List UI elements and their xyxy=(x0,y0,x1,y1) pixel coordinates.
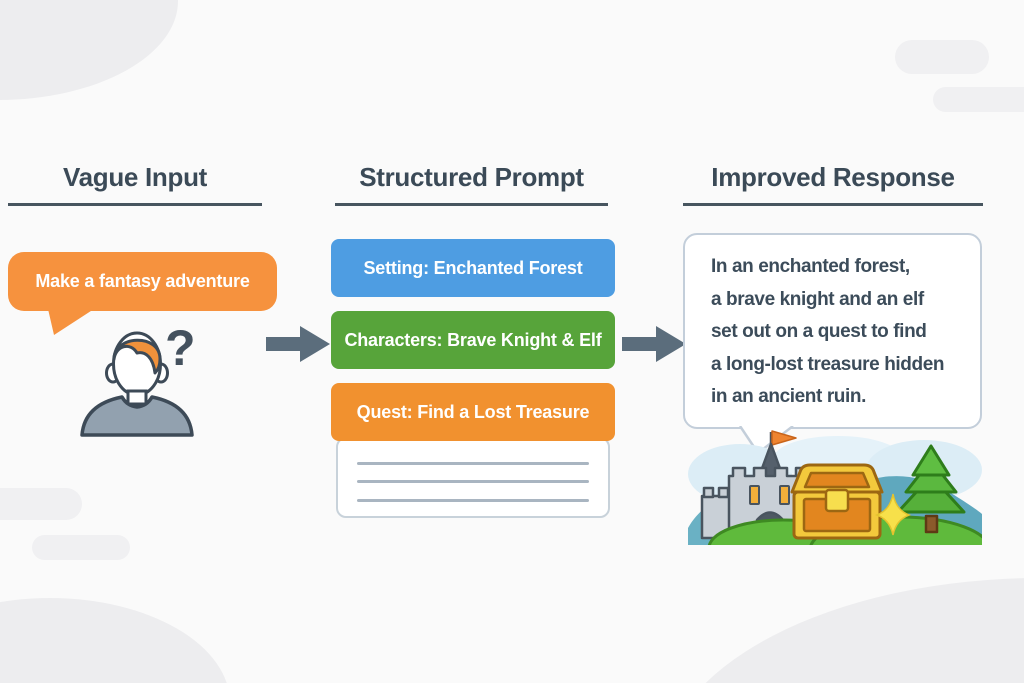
response-line: In an enchanted forest, xyxy=(711,256,910,277)
response-bubble: In an enchanted forest, a brave knight a… xyxy=(683,233,982,429)
prompt-box-setting: Setting: Enchanted Forest xyxy=(331,239,615,297)
castle-flag xyxy=(771,430,797,446)
response-line: set out on a quest to find xyxy=(711,321,927,342)
background-pill-bottom-left-1 xyxy=(0,488,82,520)
response-line: a long-lost treasure hidden xyxy=(711,353,945,375)
note-card xyxy=(336,437,610,518)
column-title-structured-prompt: Structured Prompt xyxy=(335,162,608,206)
person-torso xyxy=(80,395,194,437)
pine-tree-icon xyxy=(896,444,966,534)
background-blob-bottom-right xyxy=(660,578,1024,683)
background-blob-bottom-left xyxy=(0,598,230,683)
column-title-vague-input: Vague Input xyxy=(8,162,262,206)
question-mark-icon: ? xyxy=(165,320,196,376)
note-line xyxy=(357,462,589,465)
arrow-right-icon-2 xyxy=(622,326,686,362)
chest-clasp xyxy=(824,488,850,513)
note-line xyxy=(357,499,589,502)
arrow-right-icon-1 xyxy=(266,326,330,362)
background-pill-top-right-2 xyxy=(933,87,1024,112)
background-blob-top-left xyxy=(0,0,178,100)
response-line: a brave knight and an elf xyxy=(711,288,924,310)
vague-input-speech-bubble: Make a fantasy adventure xyxy=(8,252,277,311)
prompt-box-quest: Quest: Find a Lost Treasure xyxy=(331,383,615,441)
note-line xyxy=(357,480,589,483)
response-line: in an ancient ruin. xyxy=(711,386,866,407)
column-title-improved-response: Improved Response xyxy=(683,162,983,206)
background-pill-top-right-1 xyxy=(895,40,989,74)
chest-lid-panel xyxy=(803,471,871,489)
person-icon: ? xyxy=(80,320,196,437)
treasure-chest-icon xyxy=(790,463,884,540)
person-neck xyxy=(126,389,148,406)
tree-trunk xyxy=(924,514,939,534)
castle-window xyxy=(779,485,790,505)
background-pill-bottom-left-2 xyxy=(32,535,130,560)
speech-bubble-tail-icon xyxy=(48,309,94,335)
castle-window xyxy=(749,485,760,505)
person-hair xyxy=(112,338,162,375)
sparkle-icon xyxy=(874,493,912,536)
prompt-box-characters: Characters: Brave Knight & Elf xyxy=(331,311,615,369)
fantasy-scene-illustration xyxy=(688,430,982,545)
